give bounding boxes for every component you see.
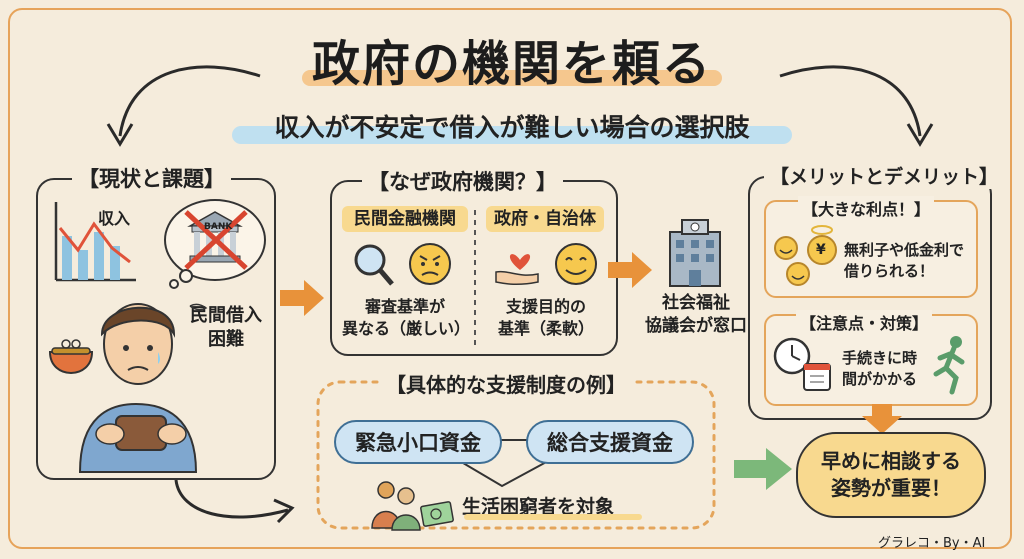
connector-v — [457, 459, 551, 488]
arrow-right-green-icon — [734, 448, 792, 490]
target-underline — [464, 514, 642, 520]
current-situation-title: 【現状と課題】 — [72, 163, 231, 193]
coin-purse-icon — [48, 339, 94, 374]
government-criteria-text: 支援目的の 基準（柔軟） — [484, 296, 608, 341]
benefit-line-1: 無利子や低金利で — [844, 241, 965, 259]
page-subtitle: 収入が不安定で借入が難しい場合の選択肢 — [274, 113, 750, 142]
caution-line-1: 手続きに時 — [842, 349, 918, 367]
caution-text: 手続きに時 間がかかる — [842, 348, 917, 390]
arrow-down-icon — [862, 404, 902, 434]
caution-line-2: 間がかかる — [842, 370, 918, 388]
private-criteria-line-1: 審査基準が — [364, 297, 445, 316]
caution-title: 【注意点・対策】 — [796, 310, 933, 334]
council-line-2: 協議会が窓口 — [645, 315, 747, 336]
council-line-1: 社会福祉 — [662, 293, 730, 313]
divider-dashed — [474, 210, 476, 346]
running-person-icon — [933, 336, 965, 395]
connector-lines — [500, 439, 528, 441]
benefit-text: 無利子や低金利で 借りられる！ — [844, 240, 964, 282]
why-government-title: 【なぜ政府機関？】 — [362, 166, 563, 196]
merits-demerits-title: 【メリットとデメリット】 — [764, 162, 1005, 189]
curved-arrow-right-icon — [779, 65, 934, 147]
yen-symbol: ¥ — [816, 242, 826, 258]
conclusion-line-1: 早めに相談する — [821, 449, 961, 473]
conclusion-line-2: 姿勢が重要！ — [831, 476, 951, 500]
worried-person-icon — [78, 303, 208, 473]
subtitle-highlight — [232, 126, 792, 144]
heart-hand-smile-icon — [495, 243, 597, 286]
benefit-line-2: 借りられる！ — [844, 262, 935, 280]
outer-frame — [8, 8, 1012, 549]
people-money-icon — [371, 481, 454, 531]
magnifier-angry-icon — [354, 243, 451, 286]
private-criteria-line-2: 異なる（厳しい） — [342, 319, 471, 339]
target-text: 生活困窮者を対象 — [462, 496, 615, 518]
government-criteria-line-1: 支援目的の — [505, 297, 586, 316]
arrow-right-icon — [280, 280, 324, 316]
arrow-right-icon — [608, 252, 652, 288]
curved-arrow-left-icon — [106, 65, 261, 147]
income-chart-icon — [54, 202, 136, 282]
government-tag: 政府・自治体 — [486, 206, 604, 232]
income-label: 収入 — [98, 209, 131, 228]
difficulty-line-1: 民間借入 — [190, 305, 262, 326]
bank-label: BANK — [204, 222, 233, 232]
subtitle-block: 収入が不安定で借入が難しい場合の選択肢 — [226, 106, 798, 150]
office-building-icon — [669, 219, 721, 287]
council-text: 社会福祉 協議会が窓口 — [640, 292, 752, 338]
clock-calendar-icon — [773, 337, 831, 391]
difficulty-text: 民間借入 困難 — [182, 304, 270, 353]
government-criteria-line-2: 基準（柔軟） — [497, 319, 594, 339]
title-block: 政府の機関を頼る — [262, 24, 762, 96]
page-title: 政府の機関を頼る — [311, 36, 712, 92]
title-highlight — [302, 70, 722, 86]
curved-arrow-bottom-icon — [174, 479, 295, 524]
support-programs-title: 【具体的な支援制度の例】 — [380, 369, 632, 398]
private-criteria-text: 審査基準が 異なる（厳しい） — [342, 296, 471, 341]
coins-icon — [774, 225, 837, 286]
no-bank-icon — [164, 199, 266, 289]
conclusion-badge: 早めに相談する 姿勢が重要！ — [796, 432, 986, 518]
comprehensive-fund-oval: 総合支援資金 — [526, 420, 694, 464]
emergency-fund-oval: 緊急小口資金 — [334, 420, 502, 464]
private-institution-tag: 民間金融機関 — [342, 206, 468, 232]
benefit-title: 【大きな利点！】 — [798, 196, 935, 220]
credit-text: グラレコ・By・AI — [878, 536, 986, 551]
difficulty-line-2: 困難 — [208, 329, 244, 351]
